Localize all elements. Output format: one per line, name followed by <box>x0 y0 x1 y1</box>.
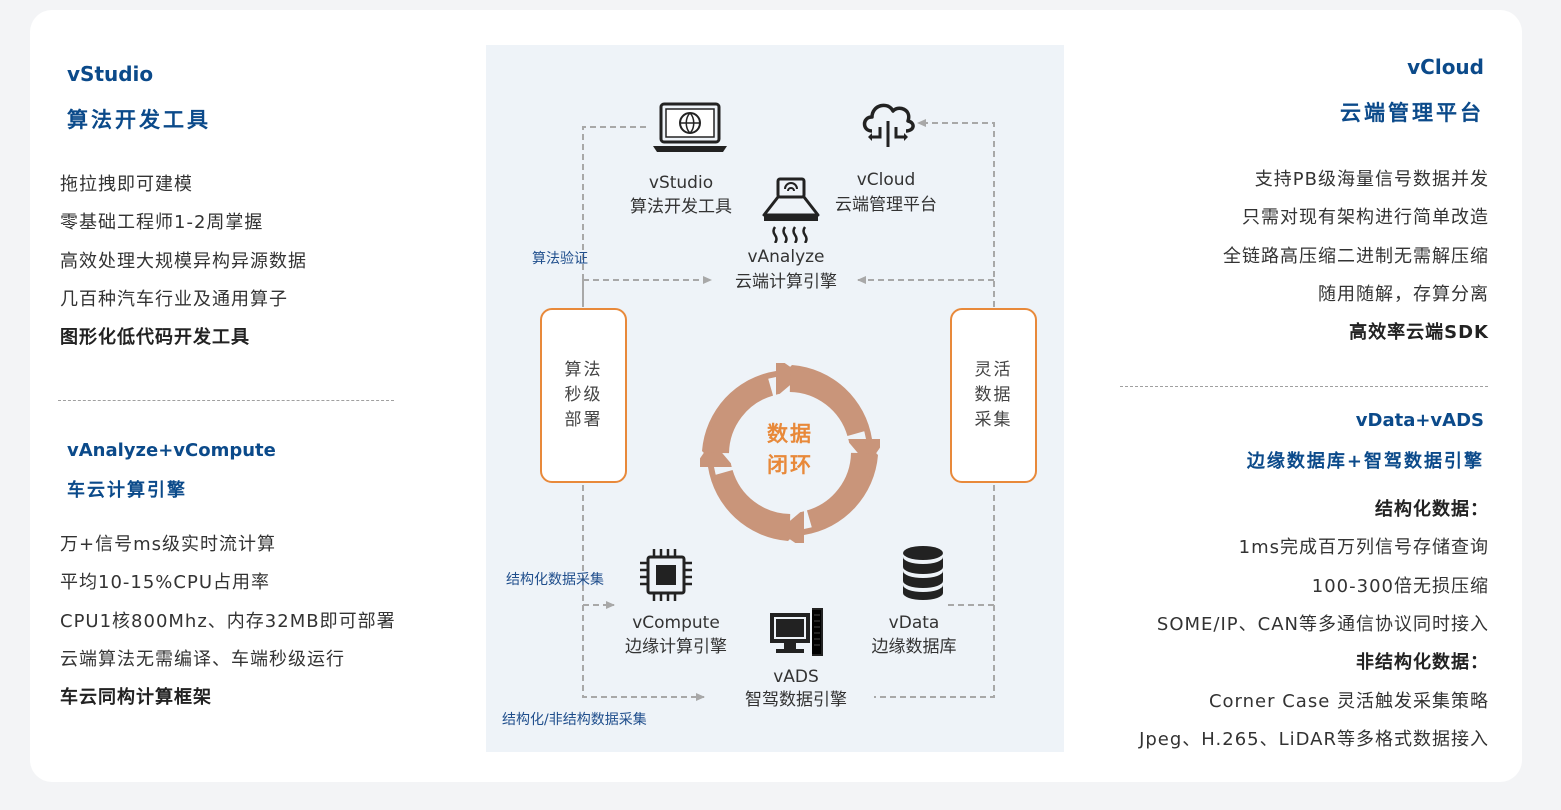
vcloud-title: vCloud <box>1407 55 1484 79</box>
unstructured-label: 非结构化数据： <box>1356 652 1489 673</box>
vads-node-desc: 智驾数据引擎 <box>745 690 847 710</box>
connector-arrow <box>917 119 995 307</box>
label-algo-verify: 算法验证 <box>532 251 588 267</box>
vanalyze-node-desc: 云端计算引擎 <box>735 272 837 292</box>
chip-icon <box>640 549 692 601</box>
diagram-connectors <box>582 119 995 701</box>
cycle-arrows-icon <box>700 363 880 543</box>
vcloud-feature: 随用随解，存算分离 <box>1318 284 1489 305</box>
vdata-feature: Jpeg、H.265、LiDAR等多格式数据接入 <box>1139 729 1489 750</box>
divider <box>58 400 394 401</box>
vads-node-name: vADS <box>773 667 819 687</box>
vanalyze-highlight: 车云同构计算框架 <box>60 687 212 708</box>
vstudio-subtitle: 算法开发工具 <box>67 108 211 132</box>
vdata-feature: SOME/IP、CAN等多通信协议同时接入 <box>1156 614 1489 635</box>
vanalyze-title: vAnalyze+vCompute <box>67 440 276 461</box>
cloud-icon <box>862 103 915 147</box>
vstudio-feature: 拖拉拽即可建模 <box>60 174 193 195</box>
vstudio-node-desc: 算法开发工具 <box>630 197 732 217</box>
vstudio-feature: 高效处理大规模异构异源数据 <box>60 251 307 272</box>
vanalyze-feature: 平均10-15%CPU占用率 <box>60 572 271 593</box>
range-hood-icon <box>762 177 820 243</box>
data-loop-label: 数据 闭环 <box>767 422 813 477</box>
structured-label: 结构化数据： <box>1375 499 1489 520</box>
vstudio-feature: 零基础工程师1-2周掌握 <box>60 212 264 233</box>
vanalyze-feature: 云端算法无需编译、车端秒级运行 <box>60 649 345 670</box>
connector-line <box>874 485 995 698</box>
vcloud-node-desc: 云端管理平台 <box>835 195 937 215</box>
connector-arrow <box>582 485 705 701</box>
label-structured-collect: 结构化数据采集 <box>506 572 604 588</box>
vcloud-feature: 只需对现有架构进行简单改造 <box>1242 207 1489 228</box>
vdata-subtitle: 边缘数据库+智驾数据引擎 <box>1246 451 1484 472</box>
vcloud-subtitle: 云端管理平台 <box>1340 101 1484 125</box>
database-icon <box>903 546 943 600</box>
vdata-feature: 100-300倍无损压缩 <box>1311 576 1489 597</box>
vdata-feature: 1ms完成百万列信号存储查询 <box>1238 537 1489 558</box>
vstudio-feature: 几百种汽车行业及通用算子 <box>60 289 288 310</box>
vanalyze-node-name: vAnalyze <box>747 247 825 267</box>
vdata-title: vData+vADS <box>1355 410 1484 431</box>
vcloud-highlight: 高效率云端SDK <box>1349 322 1489 343</box>
connector-line <box>582 126 646 307</box>
vdata-node-desc: 边缘数据库 <box>871 637 957 657</box>
data-loop-diagram: vStudio 算法开发工具 vCloud 云端管理平台 vAnalyze 云端… <box>486 45 1064 752</box>
vcompute-node-desc: 边缘计算引擎 <box>625 637 727 657</box>
divider <box>1120 386 1488 387</box>
vstudio-highlight: 图形化低代码开发工具 <box>60 327 250 348</box>
vcloud-node-name: vCloud <box>856 170 916 190</box>
vcompute-node-name: vCompute <box>632 613 720 633</box>
vstudio-title: vStudio <box>67 62 154 86</box>
vanalyze-feature: 万+信号ms级实时流计算 <box>60 534 276 555</box>
vstudio-node-name: vStudio <box>648 173 714 193</box>
vanalyze-feature: CPU1核800Mhz、内存32MB即可部署 <box>60 611 396 632</box>
vdata-feature: Corner Case 灵活触发采集策略 <box>1208 691 1489 712</box>
label-mixed-collect: 结构化/非结构数据采集 <box>502 712 647 728</box>
algo-deploy-box: 算法 秒级 部署 <box>540 308 627 483</box>
vcloud-feature: 支持PB级海量信号数据并发 <box>1254 169 1489 190</box>
vanalyze-subtitle: 车云计算引擎 <box>67 480 187 501</box>
vcloud-feature: 全链路高压缩二进制无需解压缩 <box>1223 246 1489 267</box>
laptop-icon <box>653 102 727 152</box>
monitor-dashboard-icon <box>770 608 823 656</box>
vdata-node-name: vData <box>888 613 940 633</box>
data-collect-box: 灵活 数据 采集 <box>950 308 1037 483</box>
